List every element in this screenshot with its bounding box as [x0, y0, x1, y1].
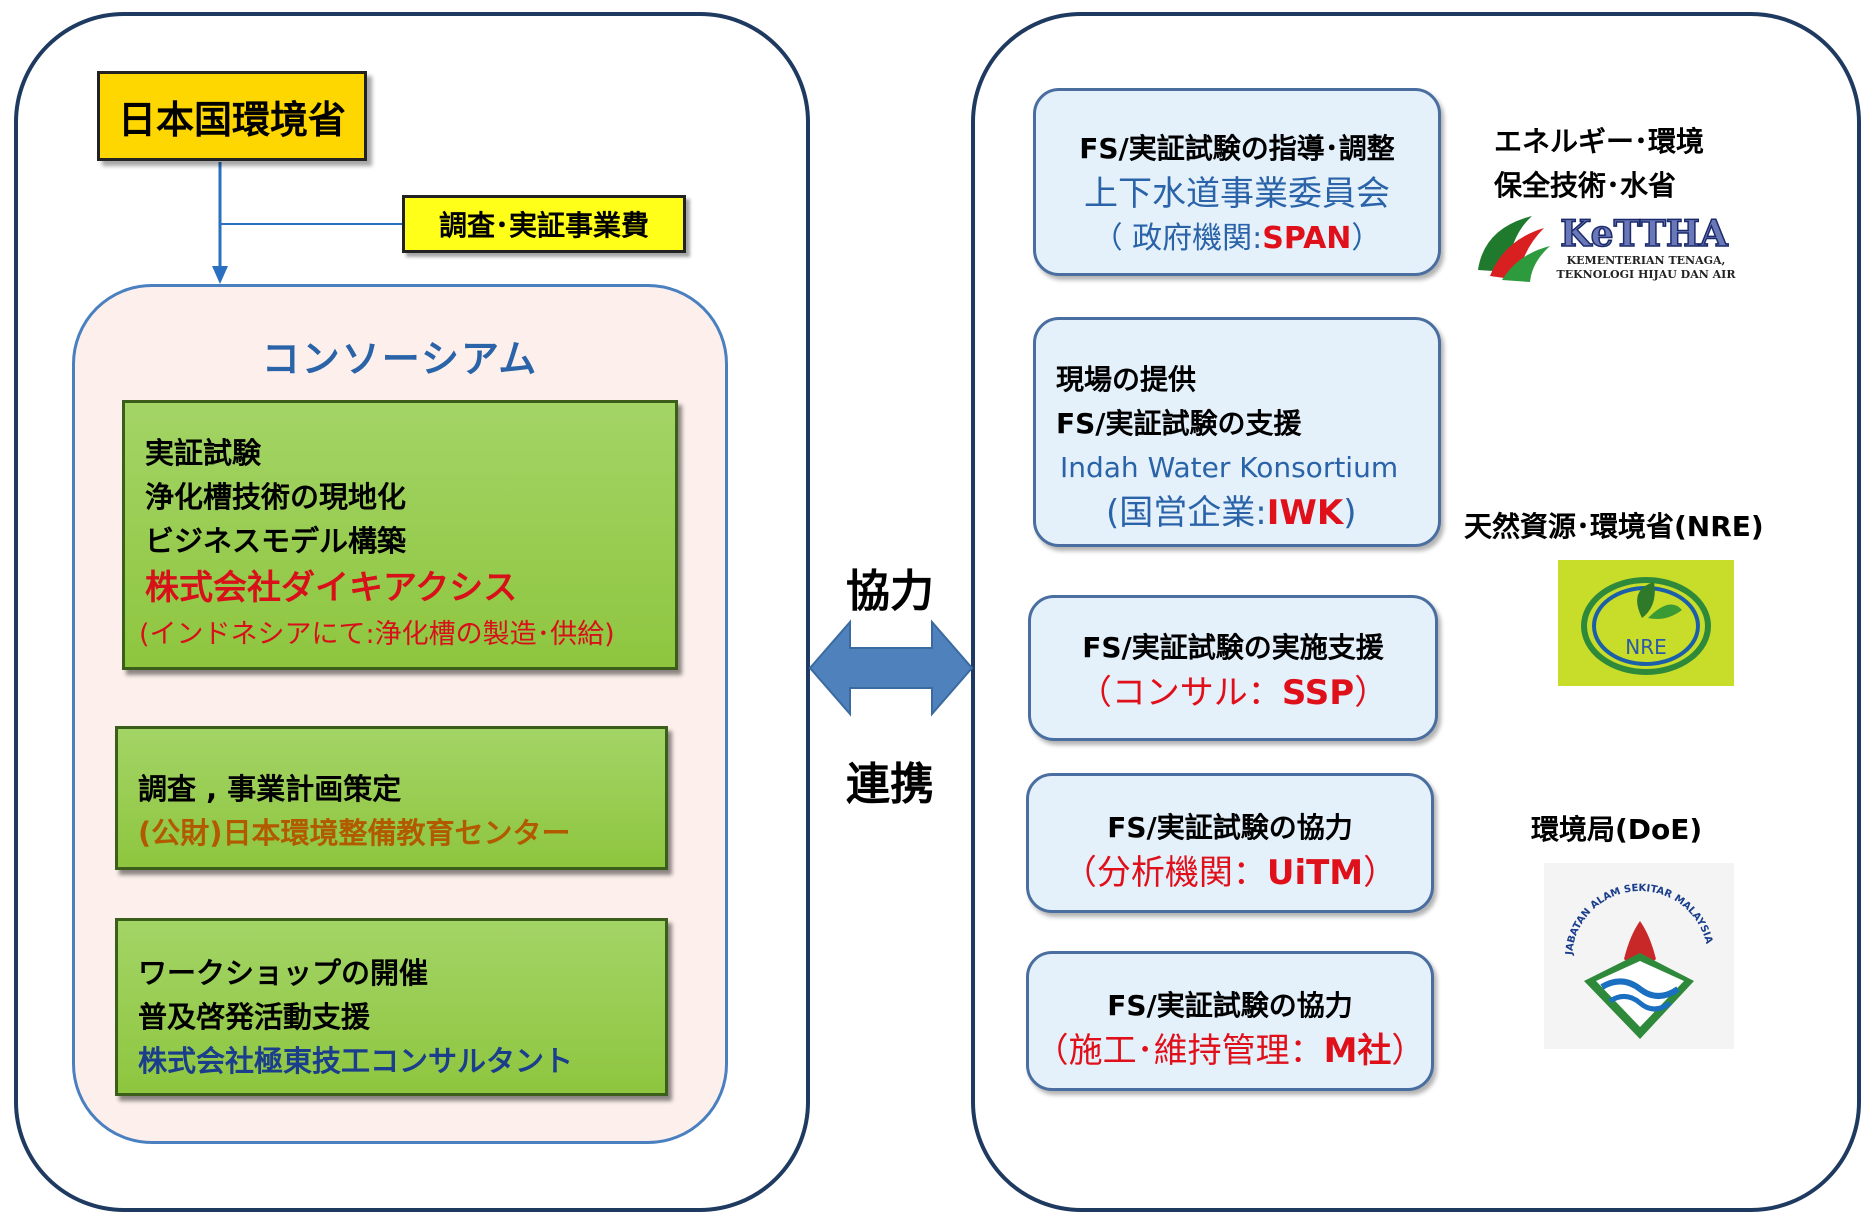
partner-box-ssp: FS/実証試験の実施支援 （コンサル：SSP） [1028, 595, 1438, 741]
box-note: (インドネシアにて:浄化槽の製造･供給) [139, 619, 615, 650]
ketha-logo-main: KeTTHA [1560, 213, 1729, 255]
partner-abbr: SPAN [1262, 221, 1352, 256]
partner-abbr: M社 [1323, 1031, 1392, 1071]
partner-box-span: FS/実証試験の指導･調整 上下水道事業委員会 （ 政府機関:SPAN） [1033, 88, 1441, 276]
partner-role: FS/実証試験の指導･調整 [1079, 132, 1395, 165]
consortium-title: コンソーシアム [261, 337, 539, 381]
partner-box-m: FS/実証試験の協力 （施工･維持管理：M社） [1026, 951, 1434, 1091]
partner-role: 現場の提供 [1056, 363, 1197, 396]
box-line: 実証試験 [145, 436, 262, 470]
partner-org: 上下水道事業委員会 [1084, 174, 1390, 214]
box-org: 株式会社極東技工コンサルタント [138, 1044, 574, 1078]
partner-paren: （分析機関： [1062, 853, 1267, 893]
partner-paren: ） [1354, 673, 1389, 713]
label-cooperation: 協力 [846, 566, 934, 617]
box-org: 株式会社ダイキアクシス [145, 568, 518, 608]
partner-paren: （コンサル： [1077, 673, 1282, 713]
partner-org: Indah Water Konsortium [1060, 451, 1399, 484]
partner-abbr: IWK [1266, 493, 1344, 533]
partner-paren: ） [1363, 853, 1398, 893]
partner-paren: ） [1391, 1031, 1426, 1071]
doe-ministry-label: 環境局(DoE) [1531, 813, 1703, 846]
ketha-label-line: エネルギー･環境 [1494, 125, 1705, 158]
partner-role: FS/実証試験の協力 [1107, 811, 1353, 844]
partner-paren: (国営企業: [1106, 493, 1267, 533]
ketha-logo-sub: TEKNOLOGI HIJAU DAN AIR [1557, 268, 1737, 281]
consortium-box-daiki: 実証試験 浄化槽技術の現地化 ビジネスモデル構築 株式会社ダイキアクシス (イン… [122, 400, 678, 670]
partner-box-iwk: 現場の提供 FS/実証試験の支援 Indah Water Konsortium … [1033, 317, 1441, 547]
ministry-box: 日本国環境省 [97, 71, 367, 161]
ketha-logo-sub: KEMENTERIAN TENAGA, [1567, 254, 1726, 267]
partner-paren: （施工･維持管理： [1034, 1031, 1324, 1071]
ketha-label-line: 保全技術･水省 [1494, 169, 1677, 202]
partner-paren: （ 政府機関: [1092, 221, 1263, 256]
ministry-label: 日本国環境省 [117, 97, 346, 142]
box-line: 調査 , 事業計画策定 [138, 772, 402, 806]
funding-box: 調査･実証事業費 [402, 195, 686, 253]
partner-role: FS/実証試験の支援 [1056, 407, 1302, 440]
doe-logo: JABATAN ALAM SEKITAR MALAYSIA [1544, 863, 1734, 1049]
funding-label: 調査･実証事業費 [438, 209, 649, 242]
box-line: ビジネスモデル構築 [145, 524, 407, 558]
box-line: 普及啓発活動支援 [138, 1000, 371, 1034]
ketha-ministry-label: エネルギー･環境 保全技術･水省 [1494, 120, 1704, 208]
partner-abbr: SSP [1281, 673, 1355, 713]
partner-role: FS/実証試験の協力 [1107, 989, 1353, 1022]
label-partnership: 連携 [846, 759, 934, 810]
box-line: 浄化槽技術の現地化 [145, 480, 407, 514]
box-org: (公財)日本環境整備教育センター [138, 816, 571, 850]
nre-ministry-label: 天然資源･環境省(NRE) [1464, 510, 1764, 543]
partner-paren: ） [1351, 221, 1382, 256]
partner-abbr: UiTM [1266, 853, 1364, 893]
partner-paren: ) [1343, 493, 1357, 533]
consortium-box-kyokuto: ワークショップの開催 普及啓発活動支援 株式会社極東技工コンサルタント [115, 918, 668, 1096]
nre-logo: NRE [1558, 560, 1734, 686]
double-arrow-icon [808, 619, 974, 717]
partner-role: FS/実証試験の実施支援 [1082, 631, 1384, 664]
partner-box-uitm: FS/実証試験の協力 （分析機関：UiTM） [1026, 773, 1434, 913]
consortium-box-jeces: 調査 , 事業計画策定 (公財)日本環境整備教育センター [115, 726, 668, 870]
box-line: ワークショップの開催 [138, 956, 429, 990]
ketha-logo: KeTTHA KEMENTERIAN TENAGA, TEKNOLOGI HIJ… [1478, 212, 1737, 282]
nre-logo-text: NRE [1625, 635, 1667, 659]
